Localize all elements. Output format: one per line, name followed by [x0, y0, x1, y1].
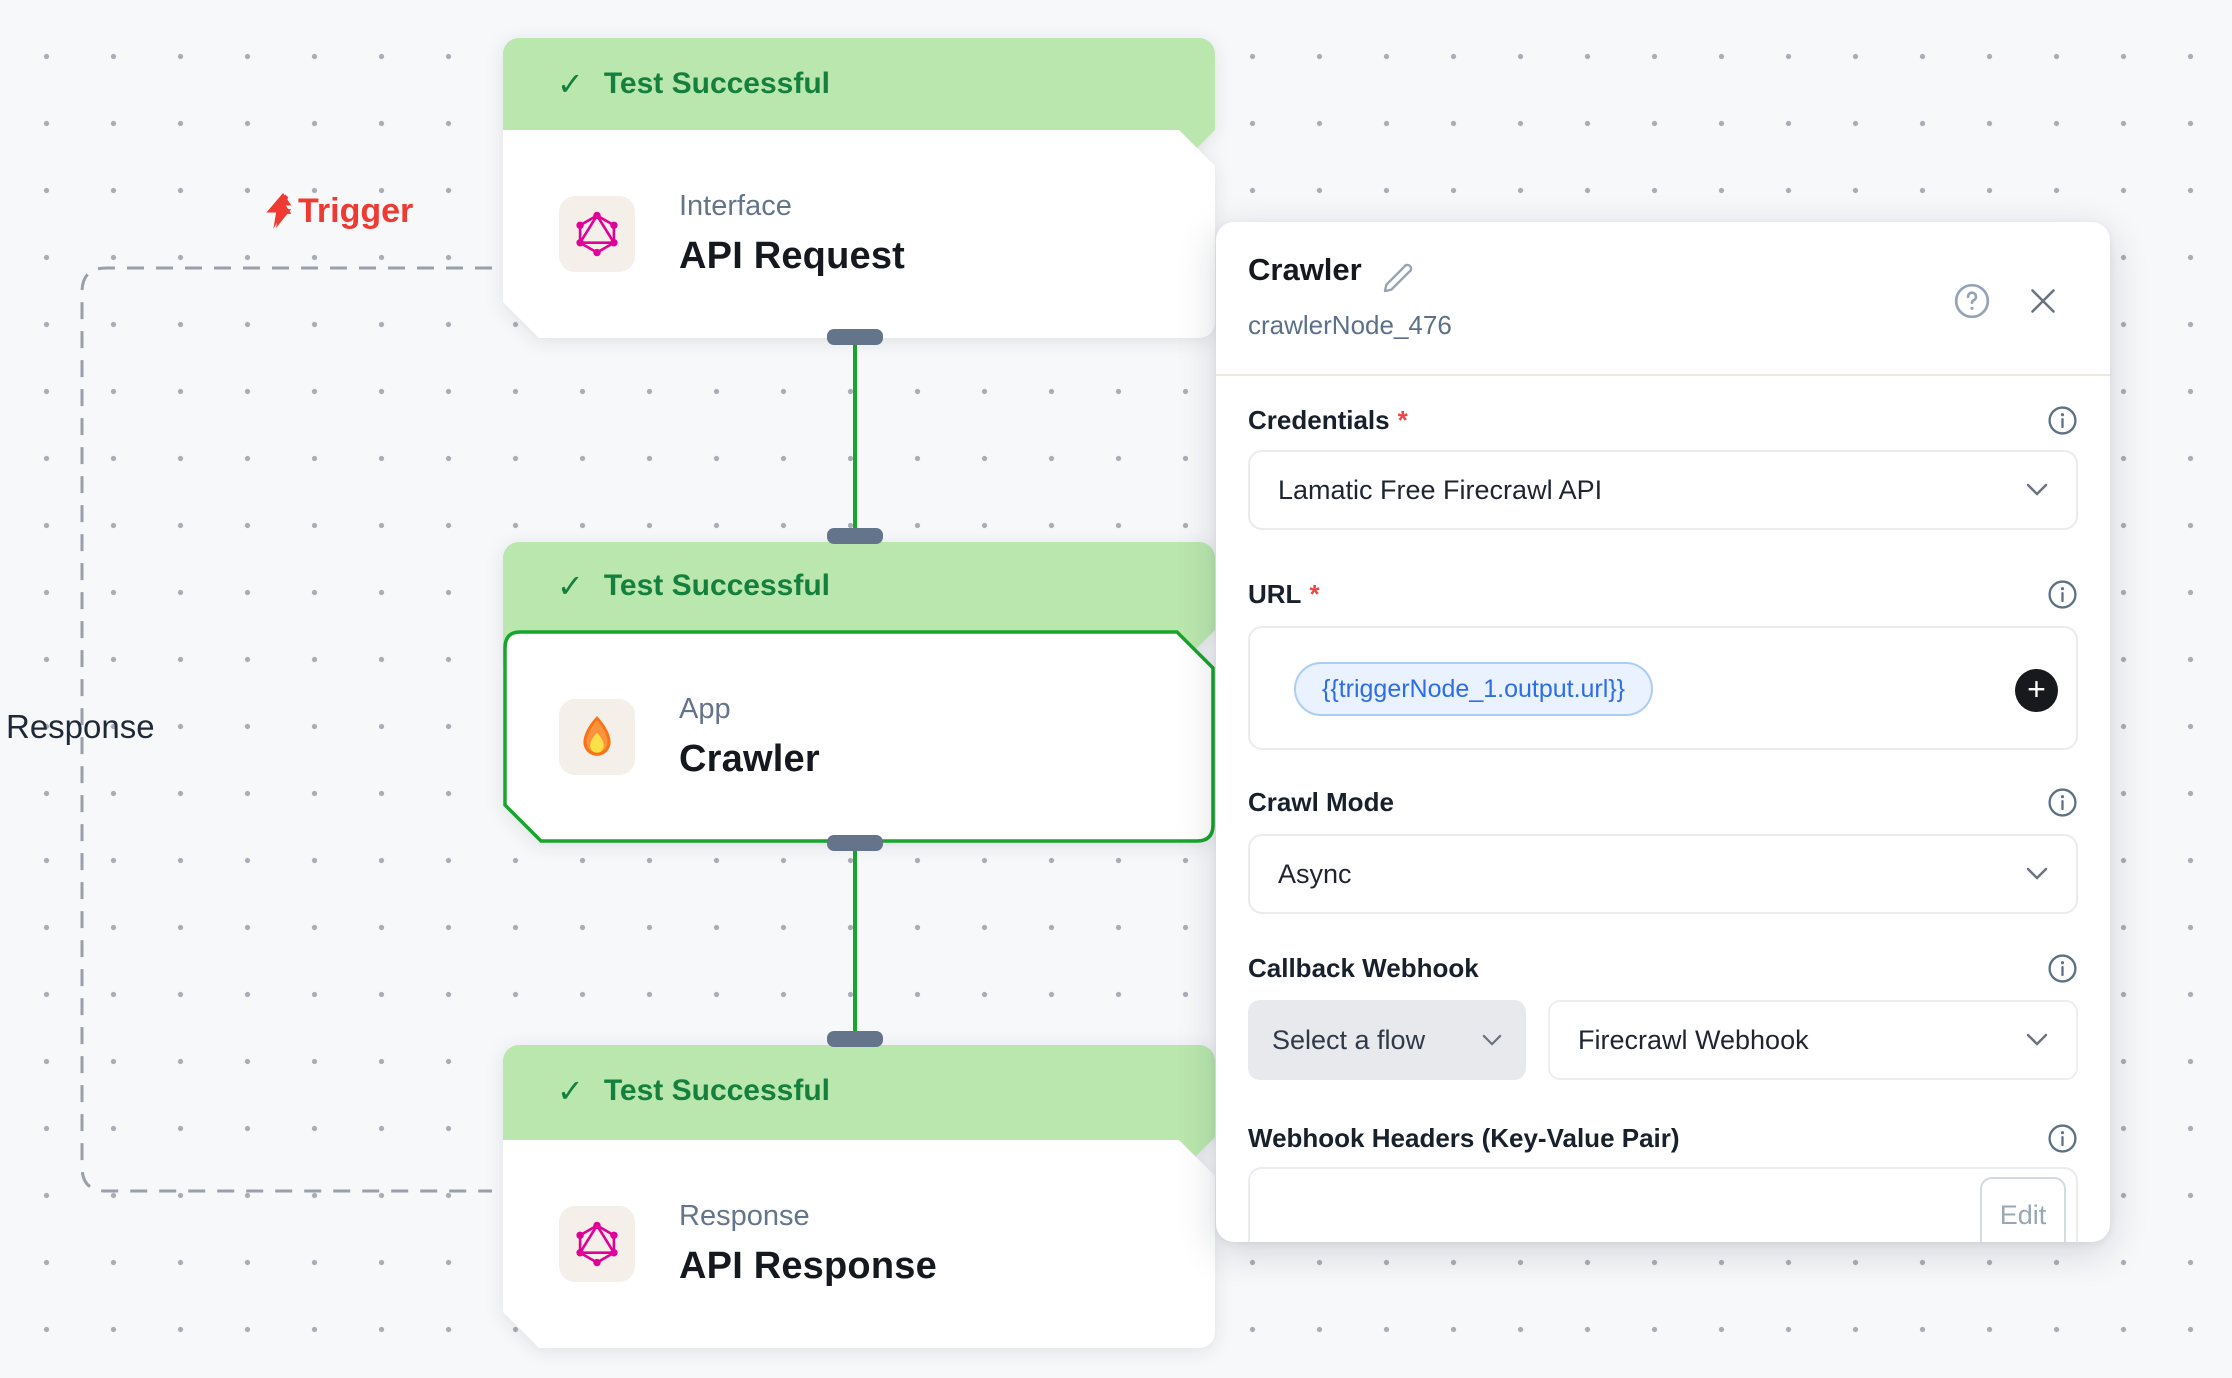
node-title: API Request: [679, 235, 905, 278]
node-category: Interface: [679, 190, 905, 223]
crawl-mode-info-button[interactable]: [2047, 787, 2078, 818]
rename-node-button[interactable]: [1380, 262, 1414, 296]
crawl-mode-label: Crawl Mode: [1248, 787, 1394, 818]
status-text: Test Successful: [604, 1074, 830, 1108]
fire-icon: [574, 714, 620, 760]
required-asterisk: *: [1398, 405, 1408, 436]
node-api-response-card[interactable]: Response API Response: [503, 1140, 1215, 1348]
chevron-down-icon: [2026, 483, 2048, 497]
lightning-icon: [266, 193, 296, 231]
url-label: URL*: [1248, 579, 1320, 610]
webhook-headers-info-button[interactable]: [2047, 1123, 2078, 1154]
trigger-label: Trigger: [266, 192, 413, 231]
node-id: crawlerNode_476: [1248, 310, 1452, 341]
panel-title: Crawler: [1248, 252, 1362, 288]
flow-select[interactable]: Select a flow: [1248, 1000, 1526, 1080]
webhook-headers-input[interactable]: Edit: [1248, 1167, 2078, 1242]
node-api-request[interactable]: ✓ Test Successful: [503, 38, 1215, 338]
webhook-headers-edit-button[interactable]: Edit: [1980, 1177, 2066, 1242]
node-category: Response: [679, 1200, 937, 1233]
trigger-label-text: Trigger: [298, 192, 413, 231]
chevron-down-icon: [2026, 1033, 2048, 1047]
url-info-button[interactable]: [2047, 579, 2078, 610]
info-icon: [2047, 405, 2078, 436]
graphql-icon-tile: [559, 196, 635, 272]
pencil-icon: [1380, 262, 1414, 296]
graphql-icon-tile: [559, 1206, 635, 1282]
info-icon: [2047, 579, 2078, 610]
node-title: Crawler: [679, 738, 820, 781]
node-api-request-card[interactable]: Interface API Request: [503, 130, 1215, 338]
crawl-mode-value: Async: [1278, 859, 1352, 890]
fire-icon-tile: [559, 699, 635, 775]
crawl-mode-select[interactable]: Async: [1248, 834, 2078, 914]
url-input[interactable]: {{triggerNode_1.output.url}} +: [1248, 626, 2078, 750]
graphql-icon: [573, 1220, 621, 1268]
node-api-response[interactable]: ✓ Test Successful: [503, 1045, 1215, 1348]
webhook-select-value: Firecrawl Webhook: [1578, 1025, 1809, 1056]
url-token-pill[interactable]: {{triggerNode_1.output.url}}: [1294, 662, 1653, 716]
close-icon: [2025, 283, 2061, 319]
info-icon: [2047, 787, 2078, 818]
node-crawler[interactable]: ✓ Test Successful App Crawler: [503, 542, 1215, 843]
credentials-info-button[interactable]: [2047, 405, 2078, 436]
callback-webhook-label: Callback Webhook: [1248, 953, 1479, 984]
plus-icon: +: [2027, 673, 2046, 705]
chevron-down-icon: [2026, 867, 2048, 881]
node-api-response-input-handle[interactable]: [827, 1031, 883, 1047]
status-text: Test Successful: [604, 67, 830, 101]
response-label: Response: [6, 708, 155, 746]
credentials-select[interactable]: Lamatic Free Firecrawl API: [1248, 450, 2078, 530]
node-category: App: [679, 693, 820, 726]
credentials-value: Lamatic Free Firecrawl API: [1278, 475, 1602, 506]
crawler-config-panel: Crawler crawlerNode_476 Credentials* Lam…: [1216, 222, 2110, 1242]
chevron-down-icon: [1482, 1034, 1502, 1047]
node-title: API Response: [679, 1245, 937, 1288]
close-panel-button[interactable]: [2025, 283, 2061, 319]
info-icon: [2047, 1123, 2078, 1154]
node-crawler-output-handle[interactable]: [827, 835, 883, 851]
check-icon: ✓: [557, 570, 584, 602]
help-icon: [1953, 282, 1991, 320]
panel-divider: [1216, 374, 2110, 376]
check-icon: ✓: [557, 1075, 584, 1107]
flow-select-placeholder: Select a flow: [1272, 1025, 1425, 1056]
node-crawler-card[interactable]: App Crawler: [503, 630, 1215, 843]
add-variable-button[interactable]: +: [2015, 669, 2058, 712]
required-asterisk: *: [1309, 579, 1319, 610]
node-crawler-input-handle[interactable]: [827, 528, 883, 544]
callback-webhook-info-button[interactable]: [2047, 953, 2078, 984]
status-text: Test Successful: [604, 569, 830, 603]
webhook-select[interactable]: Firecrawl Webhook: [1548, 1000, 2078, 1080]
node-api-request-output-handle[interactable]: [827, 329, 883, 345]
check-icon: ✓: [557, 68, 584, 100]
credentials-label: Credentials*: [1248, 405, 1408, 436]
info-icon: [2047, 953, 2078, 984]
graphql-icon: [573, 210, 621, 258]
help-button[interactable]: [1953, 282, 1991, 320]
webhook-headers-label: Webhook Headers (Key-Value Pair): [1248, 1123, 1680, 1154]
